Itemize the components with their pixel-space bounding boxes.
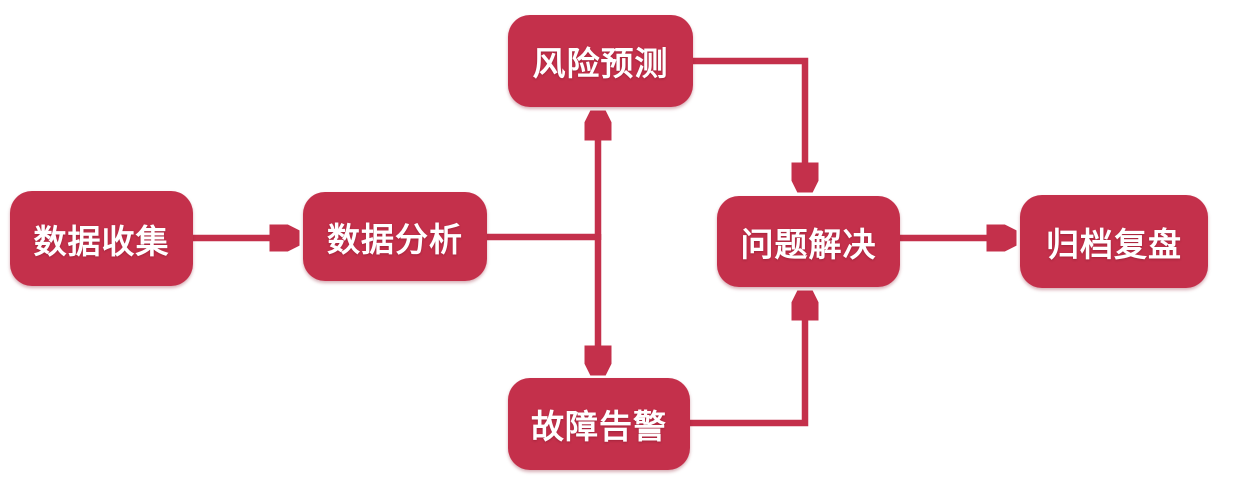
node-label: 故障告警	[531, 408, 667, 445]
node-label: 风险预测	[532, 45, 669, 82]
node-label: 数据分析	[327, 220, 463, 258]
edge-fault-to-problem	[690, 294, 805, 427]
node-data-collection: 数据收集	[10, 191, 193, 286]
node-label: 问题解决	[740, 225, 877, 263]
node-fault-alert: 故障告警	[508, 378, 690, 470]
node-risk-prediction: 风险预测	[508, 15, 693, 107]
node-label: 归档复盘	[1046, 225, 1182, 263]
node-label: 数据收集	[33, 222, 170, 260]
edge-risk-to-problem	[693, 57, 805, 189]
node-archive-review: 归档复盘	[1020, 195, 1208, 288]
node-problem-solving: 问题解决	[717, 196, 900, 287]
node-data-analysis: 数据分析	[303, 192, 487, 281]
